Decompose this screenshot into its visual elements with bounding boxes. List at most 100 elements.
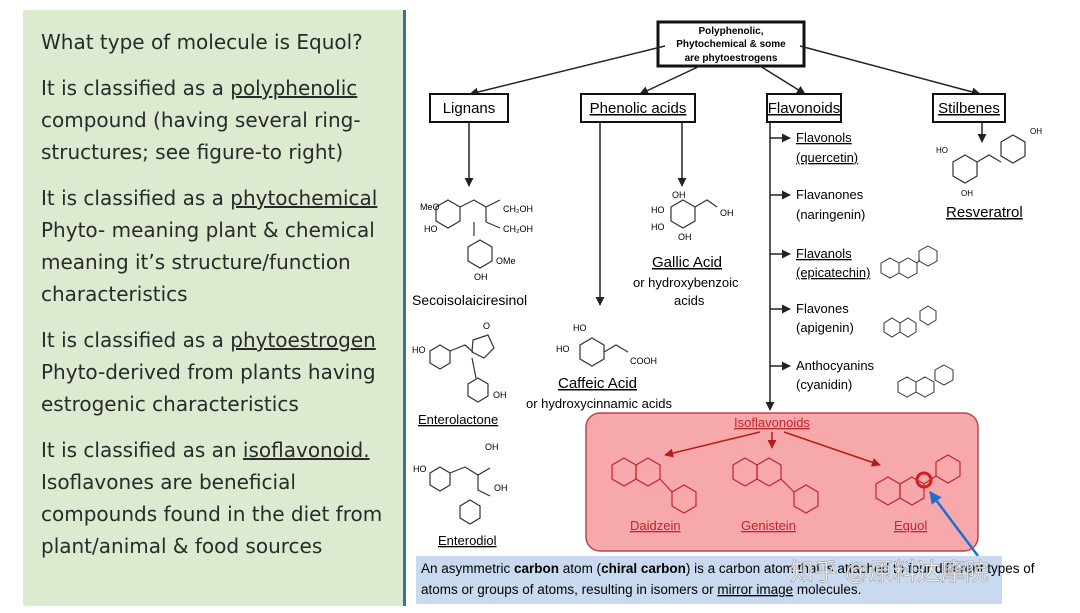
chiral-carbon-circle	[915, 471, 933, 489]
secoisolariciresinol-structure	[435, 199, 501, 269]
atom-oh-enterolactone: OH	[493, 390, 507, 400]
label-equol: Equol	[894, 518, 927, 533]
resveratrol-structure	[952, 134, 1026, 184]
atom-oh-seco: OH	[474, 272, 488, 282]
p2-rest: Phyto- meaning plant & chemical meaning …	[41, 218, 375, 306]
caffeic-acid-structure	[579, 337, 629, 367]
root-line2: Phytochemical & some	[676, 39, 786, 50]
atom-oh-gallic-2: OH	[678, 232, 692, 242]
atom-cooh: COOH	[630, 356, 657, 366]
label-resveratrol: Resveratrol	[946, 204, 1023, 221]
flavonoid-name-3: Flavones	[796, 301, 849, 316]
label-enterolactone: Enterolactone	[418, 412, 498, 427]
svg-text:Stilbenes: Stilbenes	[938, 100, 1000, 117]
label-gallic-sub2: acids	[674, 293, 705, 308]
flavonoid-list: Flavonols (quercetin) Flavanones (naring…	[796, 130, 875, 392]
label-gallic-acid: Gallic Acid	[652, 254, 722, 271]
atom-ome: OMe	[496, 256, 516, 266]
category-flavonoids: Flavonoids	[766, 93, 842, 123]
atom-ho-enterolactone: HO	[412, 345, 426, 355]
root-node: Polyphenolic, Phytochemical & some are p…	[656, 20, 806, 68]
flavonoid-example-0: (quercetin)	[796, 150, 858, 165]
p1-rest: compound (having several ring-structures…	[41, 108, 361, 164]
flavonoid-example-4: (cyanidin)	[796, 377, 852, 392]
category-arrows	[464, 122, 987, 411]
caption-line2: atoms or groups of atoms, resulting in i…	[421, 582, 861, 597]
atom-oh-enterodiol-1: OH	[485, 442, 499, 452]
atom-o-enterolactone: O	[483, 321, 490, 331]
atom-ho-caffeic-1: HO	[573, 323, 587, 333]
svg-text:Lignans: Lignans	[443, 100, 496, 117]
p3-keyword: phytoestrogen	[230, 328, 376, 352]
flavonoid-name-2: Flavanols	[796, 246, 852, 261]
atom-ho-resveratrol: HO	[936, 146, 948, 155]
isoflavonoids-title: Isoflavonoids	[734, 415, 810, 430]
p2-pre: It is classified as a	[41, 186, 231, 210]
label-secoisolariciresinol: Secoisolaiciresinol	[412, 292, 527, 308]
svg-text:Flavonoids: Flavonoids	[768, 100, 841, 117]
p3-pre: It is classified as a	[41, 328, 231, 352]
cyanidin-structure	[897, 364, 954, 398]
equol-structure	[875, 454, 961, 506]
label-daidzein: Daidzein	[630, 518, 681, 533]
atom-oh-gallic-3: OH	[720, 208, 734, 218]
p2-keyword: phytochemical	[230, 186, 378, 210]
p3-rest: Phyto-derived from plants having estroge…	[41, 360, 376, 416]
root-branches	[469, 45, 981, 97]
flavonoid-name-0: Flavonols	[796, 130, 852, 145]
p4-keyword: isoflavonoid.	[242, 438, 370, 462]
enterodiol-structure	[429, 466, 491, 525]
category-lignans: Lignans	[429, 93, 509, 123]
enterolactone-structure	[429, 334, 495, 403]
atom-oh-enterodiol-2: OH	[494, 483, 508, 493]
atom-ho-gallic-2: HO	[651, 222, 665, 232]
flavonoid-structures	[880, 245, 954, 398]
atom-ho-seco: HO	[424, 224, 438, 234]
epicatechin-structure	[880, 245, 938, 279]
caption-box: An asymmetric carbon atom (chiral carbon…	[416, 556, 1035, 604]
question: What type of molecule is Equol?	[41, 30, 363, 54]
atom-oh-resveratrol-1: OH	[961, 189, 973, 198]
daidzein-structure	[611, 457, 697, 514]
flavonoid-name-4: Anthocyanins	[796, 358, 875, 373]
flavonoid-example-2: (epicatechin)	[796, 265, 870, 280]
label-genistein: Genistein	[741, 518, 796, 533]
chiral-pointer-arrow	[929, 491, 979, 557]
caption-line1: An asymmetric carbon atom (chiral carbon…	[421, 561, 1035, 576]
polyphenol-classification-diagram: Polyphenolic, Phytochemical & some are p…	[412, 20, 1042, 604]
classification-polyphenolic: It is classified as a polyphenolic compo…	[41, 72, 403, 168]
root-line1: Polyphenolic,	[698, 26, 763, 37]
label-enterodiol: Enterodiol	[438, 533, 497, 548]
p4-pre: It is classified as an	[41, 438, 243, 462]
classification-isoflavonoid: It is classified as an isoflavonoid. Iso…	[41, 434, 403, 562]
left-text-panel: What type of molecule is Equol? It is cl…	[23, 10, 406, 606]
svg-text:Phenolic acids: Phenolic acids	[590, 100, 687, 117]
watermark: 知乎 @原料达摩院	[790, 559, 989, 586]
atom-oh-gallic-1: OH	[672, 190, 686, 200]
p4-rest: Isoflavones are beneficial compounds fou…	[41, 470, 383, 558]
atom-ch2oh-2: CH₂OH	[503, 224, 533, 234]
isoflavonoids-box: Isoflavonoids Daidzein Genistein Equol	[585, 412, 979, 552]
apigenin-structure	[883, 305, 937, 338]
flavonoid-example-1: (naringenin)	[796, 207, 865, 222]
label-caffeic-sub: or hydroxycinnamic acids	[526, 396, 672, 411]
classification-phytoestrogen: It is classified as a phytoestrogen Phyt…	[41, 324, 403, 420]
gallic-acid-structure	[670, 199, 718, 229]
classification-phytochemical: It is classified as a phytochemical Phyt…	[41, 182, 403, 310]
flavonoid-name-1: Flavanones	[796, 187, 864, 202]
atom-ho-gallic-1: HO	[651, 205, 665, 215]
genistein-structure	[732, 457, 819, 514]
atom-oh-resveratrol-2: OH	[1030, 127, 1042, 136]
atom-ho-caffeic-2: HO	[556, 344, 570, 354]
root-line3: are phytoestrogens	[685, 53, 778, 64]
category-phenolic-acids: Phenolic acids	[580, 93, 696, 123]
atom-ho-enterodiol: HO	[413, 464, 427, 474]
category-stilbenes: Stilbenes	[932, 93, 1006, 123]
atom-meo: MeO	[420, 202, 440, 212]
label-gallic-sub1: or hydroxybenzoic	[633, 275, 739, 290]
atom-ch2oh-1: CH₂OH	[503, 204, 533, 214]
label-caffeic-acid: Caffeic Acid	[558, 375, 637, 392]
flavonoid-example-3: (apigenin)	[796, 320, 854, 335]
p1-keyword: polyphenolic	[230, 76, 358, 100]
p1-pre: It is classified as a	[41, 76, 231, 100]
